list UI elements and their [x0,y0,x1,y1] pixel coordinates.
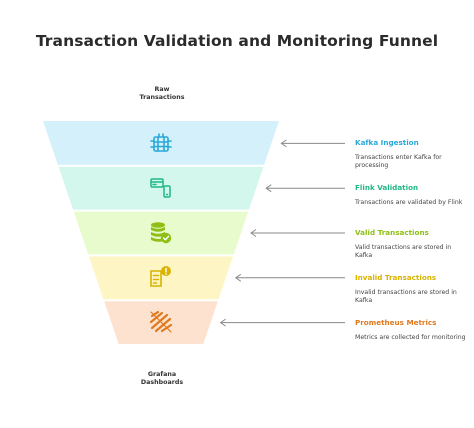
funnel-segment-flink [58,166,264,210]
alert-list-icon [150,266,171,287]
database-check-icon [151,222,172,244]
stage-desc-flink: Transactions are validated by Flink [355,199,463,206]
bottom-caption-text: Grafana Dashboards [140,371,184,386]
funnel-segment-kafka [43,121,279,165]
stage-desc-valid: Valid transactions are stored in Kafka [355,244,452,260]
card-phone-icon [150,178,171,198]
top-caption: Raw Transactions [122,86,202,102]
metrics-stripes-icon [149,310,173,333]
pointer-arrow-invalid [234,273,345,282]
server-icon [150,133,172,152]
pointer-arrow-valid [250,229,345,237]
top-caption-text: Raw Transactions [139,86,185,101]
pointer-arrow-prometheus [219,318,345,327]
stage-desc-prometheus: Metrics are collected for monitoring [355,334,466,341]
stage-title-invalid: Invalid Transactions [355,273,437,282]
pointer-arrow-kafka [280,139,345,148]
stage-title-flink: Flink Validation [355,183,419,192]
stage-desc-kafka: Transactions enter Kafka for processing [355,154,442,170]
stage-title-prometheus: Prometheus Metrics [355,318,437,327]
stage-title-valid: Valid Transactions [355,228,429,237]
bottom-caption: Grafana Dashboards [122,371,202,387]
funnel-segment-valid [73,211,249,255]
diagram-title: Transaction Validation and Monitoring Fu… [35,32,439,50]
stage-desc-invalid: Invalid transactions are stored in Kafka [355,289,457,305]
stage-title-kafka: Kafka Ingestion [355,138,419,147]
pointer-arrow-flink [265,184,345,193]
